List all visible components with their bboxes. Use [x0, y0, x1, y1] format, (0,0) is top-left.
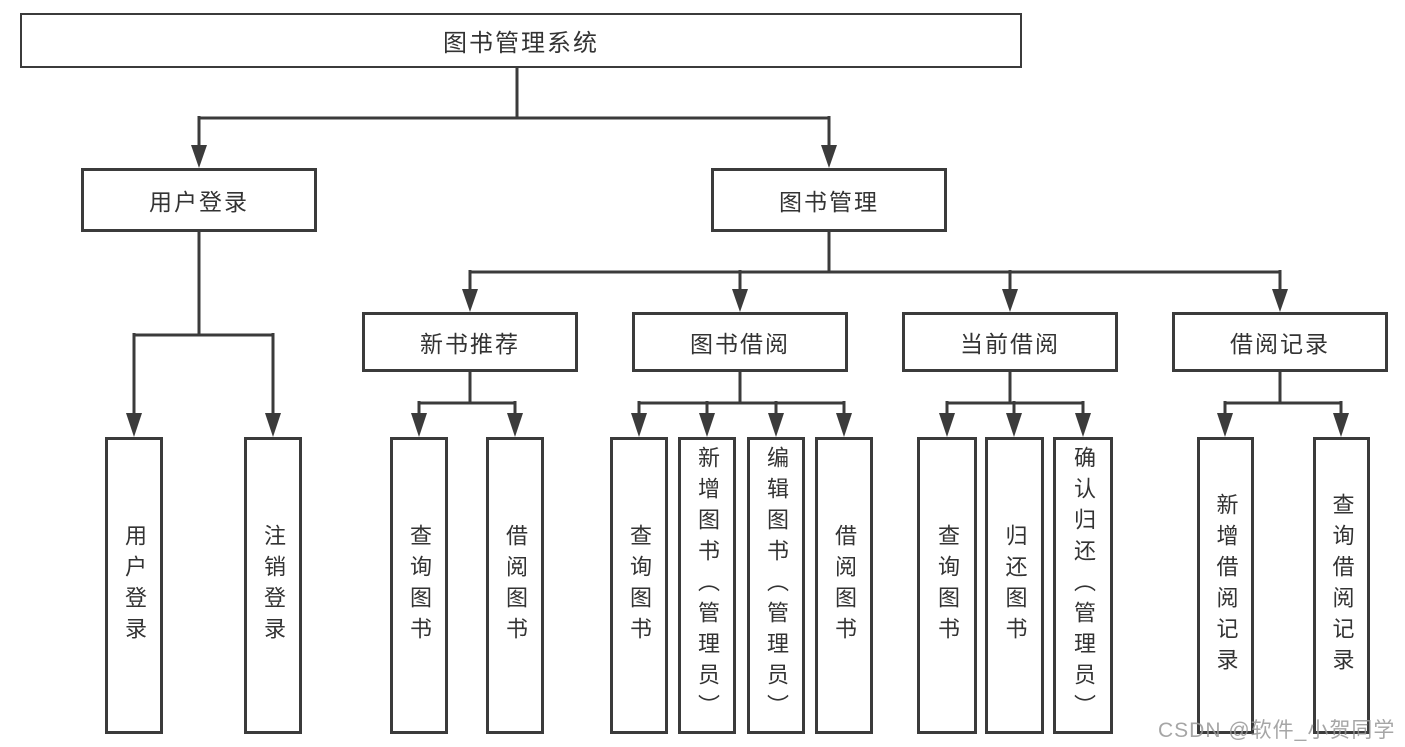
node-book-management: 图书管理 [711, 168, 947, 232]
leaf-borrow-books: 借阅图书 [815, 437, 873, 734]
arrow-down-icon [1006, 413, 1022, 437]
arrow-down-icon [191, 145, 207, 168]
leaf-label: 借阅图书 [832, 523, 857, 648]
csdn-watermark: CSDN @软件_小贺同学 [1158, 719, 1396, 742]
arrow-down-icon [507, 413, 523, 437]
leaf-label: 查询图书 [407, 523, 432, 648]
leaf-label: 注销登录 [261, 523, 286, 648]
leaf-label: 新增借阅记录 [1213, 492, 1239, 679]
node-label: 图书管理 [779, 189, 879, 215]
leaf-edit-book-admin: 编辑图书（管理员） [747, 437, 805, 734]
arrow-down-icon [768, 413, 784, 437]
leaf-user-login: 用户登录 [105, 437, 163, 734]
node-user-login: 用户登录 [81, 168, 317, 232]
arrow-down-icon [411, 413, 427, 437]
leaf-label: 查询图书 [935, 523, 960, 648]
leaf-add-book-admin: 新增图书（管理员） [678, 437, 736, 734]
node-label: 当前借阅 [960, 331, 1060, 357]
arrow-down-icon [1272, 289, 1288, 312]
leaf-label: 新增图书（管理员） [695, 446, 720, 725]
leaf-query-books-current: 查询图书 [917, 437, 977, 734]
arrow-down-icon [939, 413, 955, 437]
node-label: 用户登录 [149, 189, 249, 215]
leaf-query-books-borrow: 查询图书 [610, 437, 668, 734]
node-current-borrowing: 当前借阅 [902, 312, 1118, 372]
node-label: 新书推荐 [420, 331, 520, 357]
leaf-label: 编辑图书（管理员） [764, 446, 789, 725]
arrow-down-icon [126, 413, 142, 437]
leaf-label: 查询借阅记录 [1329, 492, 1355, 679]
node-book-borrowing: 图书借阅 [632, 312, 848, 372]
arrow-down-icon [732, 289, 748, 312]
leaf-return-book: 归还图书 [985, 437, 1044, 734]
arrow-down-icon [1333, 413, 1349, 437]
leaf-label: 查询图书 [627, 523, 652, 648]
arrow-down-icon [821, 145, 837, 168]
leaf-label: 用户登录 [122, 523, 147, 648]
leaf-borrow-books-recommend: 借阅图书 [486, 437, 544, 734]
node-label: 图书管理系统 [443, 30, 599, 57]
leaf-label: 确认归还（管理员） [1071, 446, 1096, 725]
arrow-down-icon [699, 413, 715, 437]
arrow-down-icon [462, 289, 478, 312]
leaf-logout: 注销登录 [244, 437, 302, 734]
leaf-confirm-return-admin: 确认归还（管理员） [1053, 437, 1113, 734]
node-label: 借阅记录 [1230, 331, 1330, 357]
arrow-down-icon [1002, 289, 1018, 312]
arrow-down-icon [1075, 413, 1091, 437]
node-system-root: 图书管理系统 [20, 13, 1022, 68]
leaf-query-borrow-record: 查询借阅记录 [1313, 437, 1370, 734]
leaf-label: 归还图书 [1002, 523, 1028, 648]
arrow-down-icon [1217, 413, 1233, 437]
leaf-label: 借阅图书 [503, 523, 528, 648]
arrow-down-icon [836, 413, 852, 437]
leaf-add-borrow-record: 新增借阅记录 [1197, 437, 1254, 734]
arrow-down-icon [631, 413, 647, 437]
node-label: 图书借阅 [690, 331, 790, 357]
leaf-query-books-recommend: 查询图书 [390, 437, 448, 734]
node-borrowing-records: 借阅记录 [1172, 312, 1388, 372]
node-new-book-recommendation: 新书推荐 [362, 312, 578, 372]
arrow-down-icon [265, 413, 281, 437]
